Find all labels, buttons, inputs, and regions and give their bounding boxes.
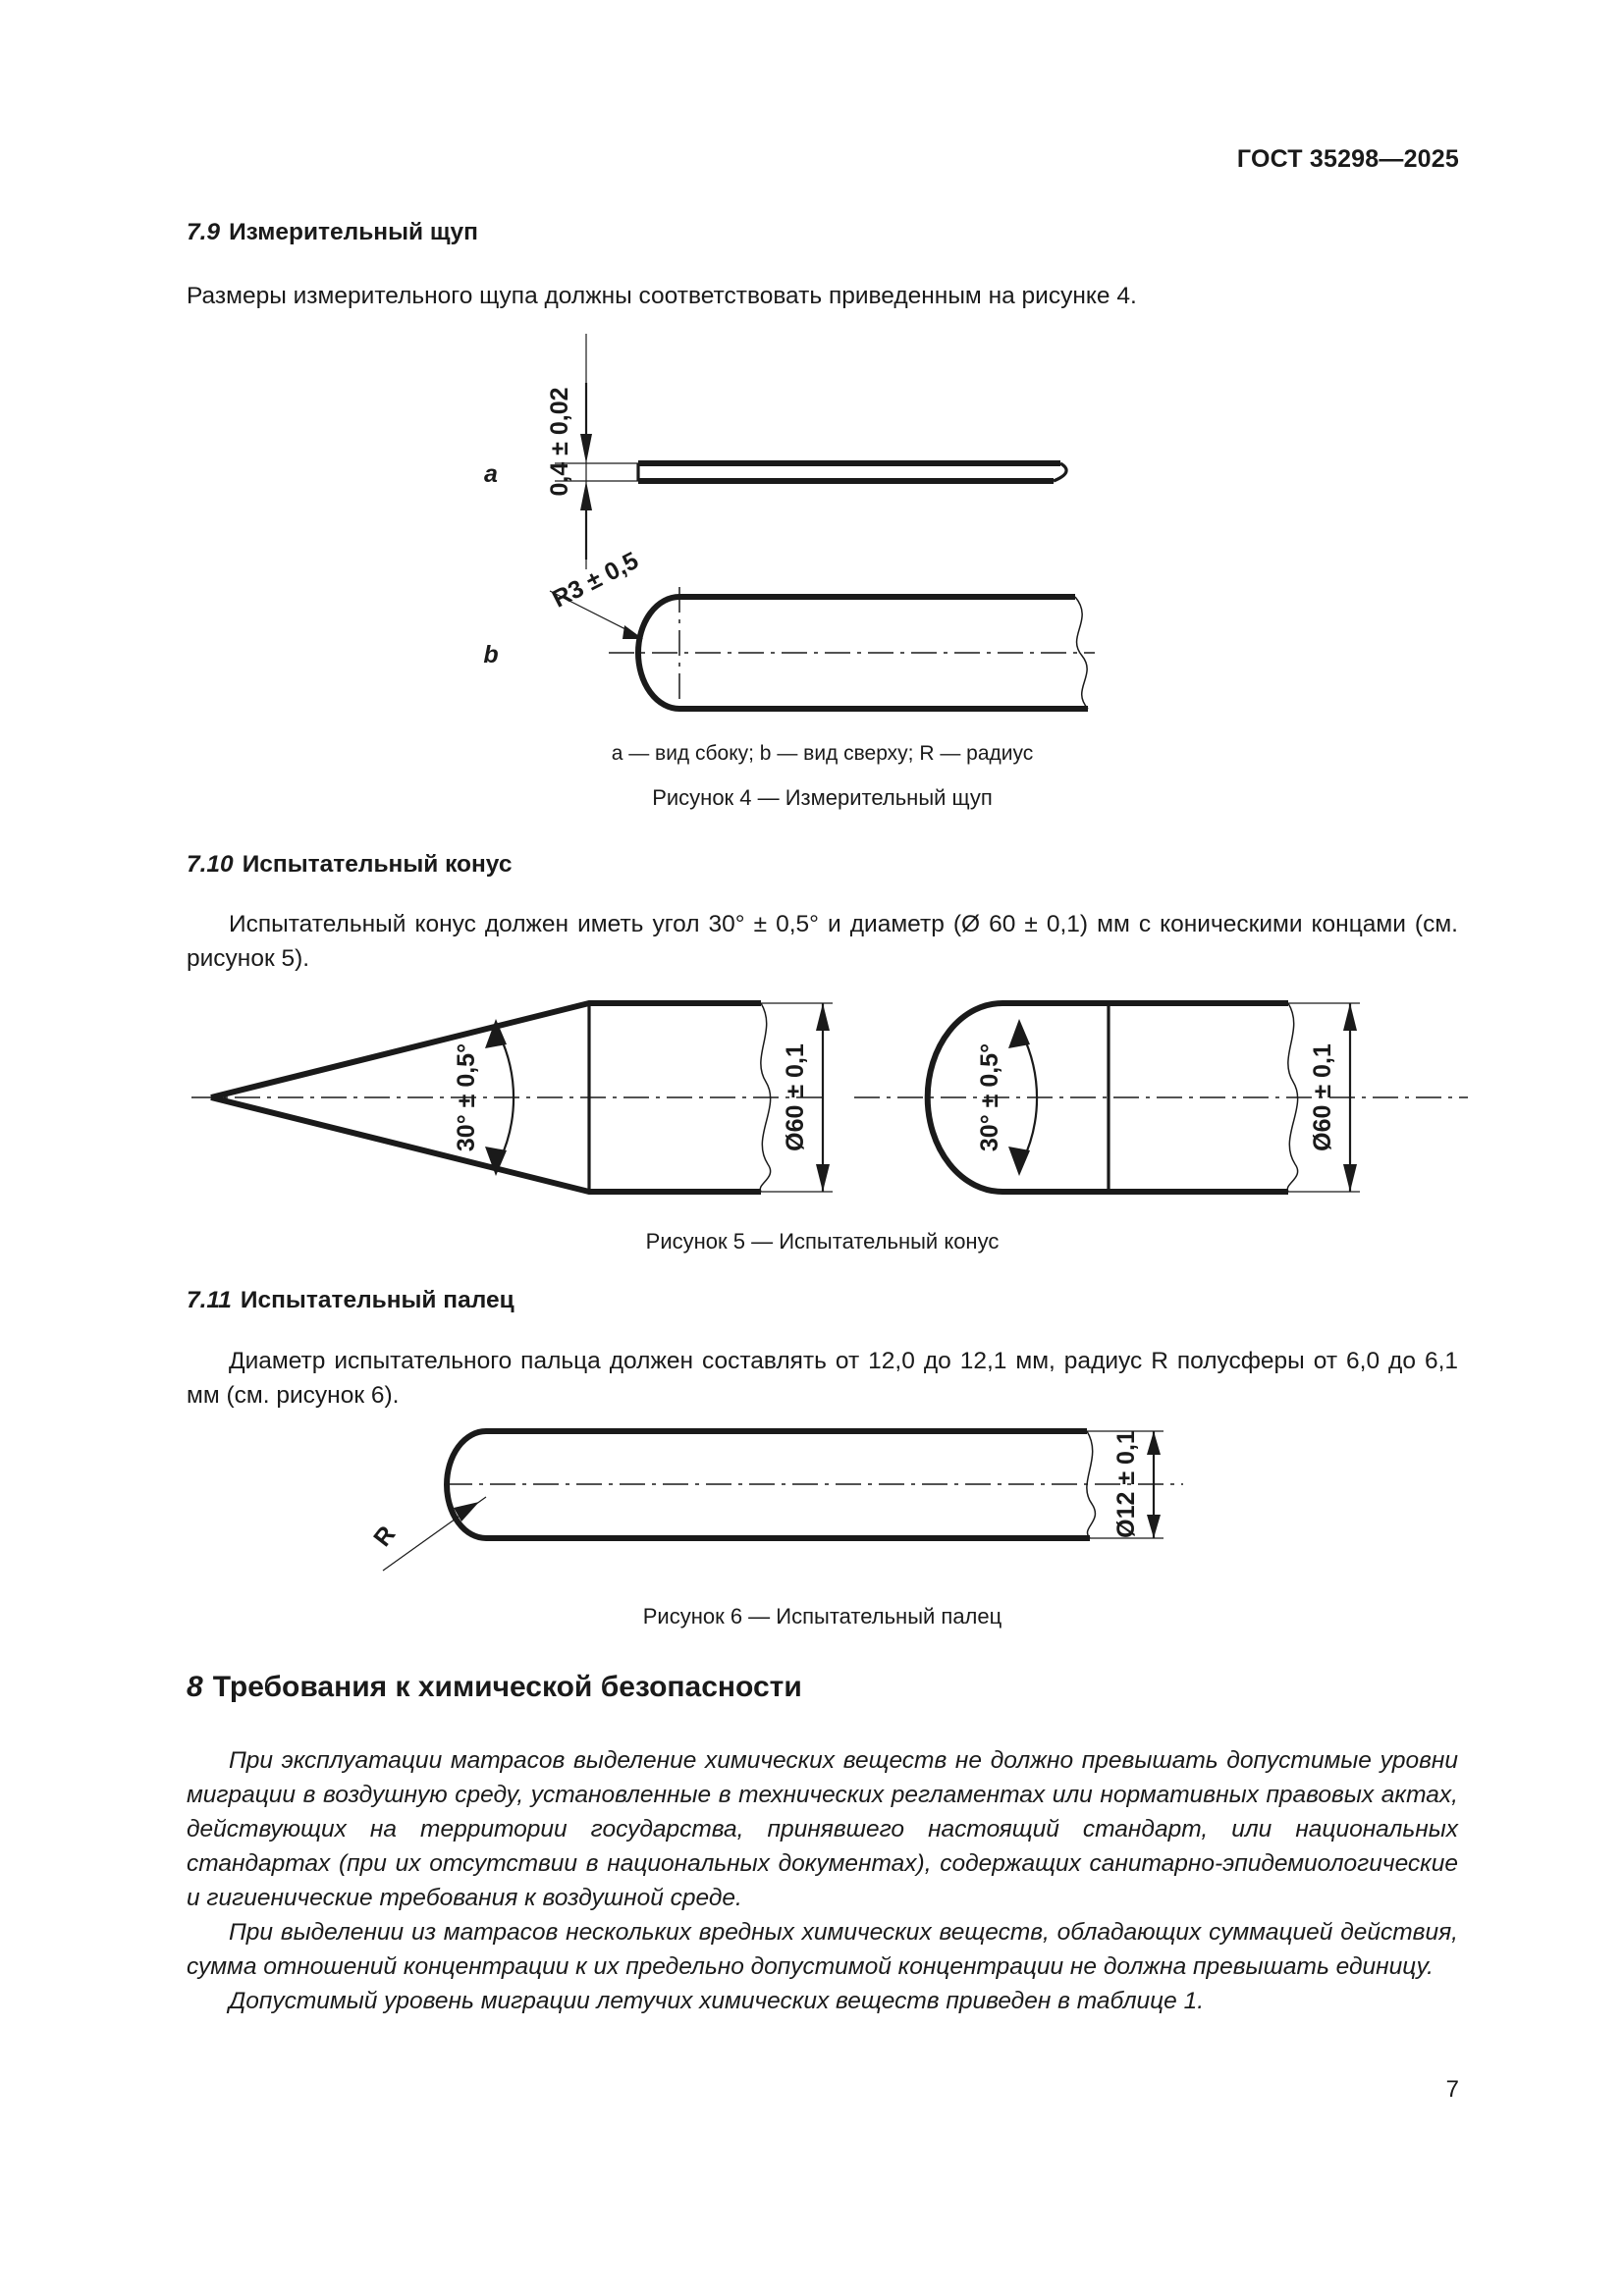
section-8-paragraph-3: Допустимый уровень миграции летучих хими… (229, 1988, 1205, 2015)
clause-7-11-paragraph: Диаметр испытательного пальца должен сос… (187, 1348, 1458, 1409)
figure-4-legend-block: a — вид сбоку; b — вид сверху; R — радиу… (187, 738, 1458, 770)
clause-7-10-heading: 7.10 Испытательный конус (187, 850, 1458, 881)
clause-7-9-heading-block: 7.9 Измерительный щуп (187, 218, 1458, 248)
figure-4-radius-dimension: R3 ± 0,5 (548, 547, 643, 614)
clause-7-11-title: Испытательный палец (240, 1287, 514, 1313)
figure-4-caption: Рисунок 4 — Измерительный щуп (652, 785, 993, 810)
section-8-heading: 8 Требования к химической безопасности (187, 1669, 1458, 1706)
page-number: 7 (1445, 2076, 1459, 2103)
clause-7-9-number: 7.9 (187, 219, 221, 245)
clause-7-11-paragraph-block: Диаметр испытательного пальца должен сос… (187, 1345, 1458, 1414)
clause-7-10-heading-block: 7.10 Испытательный конус (187, 850, 1458, 881)
figure-4-caption-block: Рисунок 4 — Измерительный щуп (187, 781, 1458, 814)
figure-5-right-angle-dimension: 30° ± 0,5° (976, 1043, 1003, 1151)
section-8-paragraph-2: При выделении из матрасов нескольких вре… (187, 1919, 1458, 1981)
figure-6-diameter-dimension: Ø12 ± 0,1 (1112, 1430, 1140, 1538)
clause-7-9-heading: 7.9 Измерительный щуп (187, 218, 1458, 248)
clause-7-10-paragraph-block: Испытательный конус должен иметь угол 30… (187, 908, 1458, 977)
figure-5-left-diameter-dimension: Ø60 ± 0,1 (782, 1043, 809, 1151)
section-8-heading-block: 8 Требования к химической безопасности (187, 1669, 1458, 1706)
clause-7-9-paragraph-block: Размеры измерительного щупа должны соотв… (187, 280, 1458, 314)
clause-7-9-paragraph: Размеры измерительного щупа должны соотв… (187, 283, 1137, 309)
section-8-number: 8 (187, 1671, 203, 1703)
figure-5-left-angle-dimension: 30° ± 0,5° (453, 1043, 480, 1151)
clause-7-10-number: 7.10 (187, 851, 234, 878)
figure-6: R Ø12 ± 0,1 (0, 1404, 1624, 1600)
figure-5-caption: Рисунок 5 — Испытательный конус (645, 1229, 1000, 1254)
section-8-title: Требования к химической безопасности (212, 1671, 802, 1703)
figure-5-right-diameter-dimension: Ø60 ± 0,1 (1309, 1043, 1336, 1151)
figure-5: 30° ± 0,5° Ø60 ± 0,1 30° ± 0,5° (0, 980, 1624, 1215)
figure-5-drawing: 30° ± 0,5° Ø60 ± 0,1 30° ± 0,5° (191, 1000, 1468, 1195)
figure-4-view-b-label: b (483, 641, 498, 668)
clause-7-10-paragraph: Испытательный конус должен иметь угол 30… (187, 911, 1458, 972)
clause-7-11-number: 7.11 (187, 1287, 232, 1313)
figure-4: a 0,4 ± 0,02 R3 ± 0,5 b (0, 324, 1624, 736)
clause-7-9-title: Измерительный щуп (229, 219, 478, 245)
figure-4-thickness-dimension: 0,4 ± 0,02 (546, 387, 573, 496)
figure-6-drawing: R Ø12 ± 0,1 (368, 1428, 1183, 1572)
figure-6-caption: Рисунок 6 — Испытательный палец (642, 1604, 1002, 1629)
section-8-paragraph-1: При эксплуатации матрасов выделение хими… (187, 1747, 1458, 1912)
clause-7-11-heading: 7.11 Испытательный палец (187, 1286, 1458, 1316)
figure-5-caption-block: Рисунок 5 — Испытательный конус (187, 1225, 1458, 1257)
figure-6-caption-block: Рисунок 6 — Испытательный палец (187, 1600, 1458, 1632)
figure-4-view-a-label: a (484, 460, 498, 488)
figure-6-radius-label: R (368, 1521, 401, 1551)
page-header-standard-number: ГОСТ 35298—2025 (1236, 145, 1459, 173)
figure-4-legend: a — вид сбоку; b — вид сверху; R — радиу… (611, 742, 1034, 765)
figure-4-drawing: a 0,4 ± 0,02 R3 ± 0,5 b (483, 334, 1095, 717)
clause-7-10-title: Испытательный конус (242, 851, 513, 878)
section-8-body: При эксплуатации матрасов выделение хими… (187, 1743, 1458, 2018)
clause-7-11-heading-block: 7.11 Испытательный палец (187, 1286, 1458, 1316)
